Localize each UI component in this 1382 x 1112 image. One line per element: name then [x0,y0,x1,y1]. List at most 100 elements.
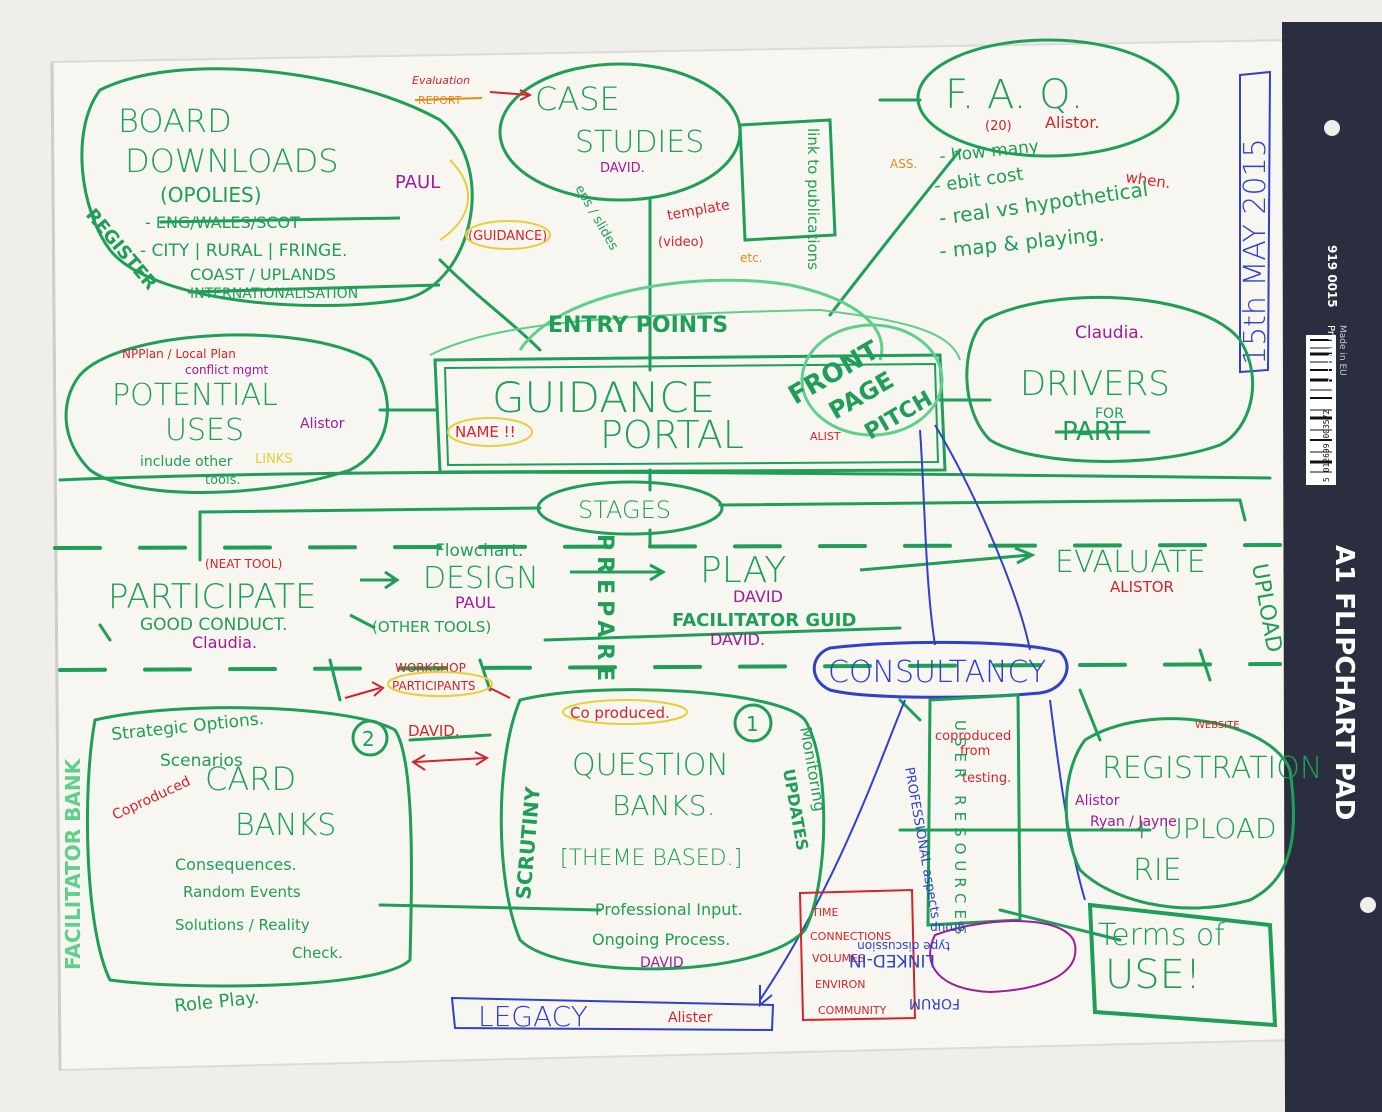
svg-text:DAVID: DAVID [733,587,783,606]
svg-text:(20): (20) [985,119,1012,134]
svg-text:Claudia.: Claudia. [1075,323,1144,343]
svg-text:ALIST: ALIST [810,430,841,443]
svg-text:Random Events: Random Events [183,883,301,901]
svg-text:ALISTOR: ALISTOR [1110,578,1174,596]
svg-text:+ UPLOAD: + UPLOAD [1130,812,1277,845]
svg-text:COMMUNITY: COMMUNITY [818,1004,887,1017]
svg-text:DAVID.: DAVID. [600,161,645,176]
connector-lines [58,98,1272,942]
svg-text:LEGACY: LEGACY [478,1000,588,1033]
drivers-for-part: Claudia. DRIVERS FOR PART [965,295,1255,463]
punch-hole [1360,897,1376,913]
workshop-participants: WORKSHOP PARTICIPANTS DAVID. [344,661,511,771]
svg-text:EVALUATE: EVALUATE [1055,545,1206,580]
svg-text:link to publications: link to publications [804,128,822,270]
svg-text:COAST / UPLANDS: COAST / UPLANDS [190,265,336,284]
svg-text:(video): (video) [658,235,704,250]
svg-text:BANKS: BANKS [235,808,336,843]
svg-text:PORTAL: PORTAL [600,413,744,457]
svg-text:(OTHER TOOLS): (OTHER TOOLS) [372,618,491,636]
svg-text:PAUL: PAUL [455,593,495,612]
svg-text:PREPARE: PREPARE [592,534,617,687]
pad-label: A1 FLIPCHART PAD [1329,545,1359,820]
svg-text:TIME: TIME [811,906,838,919]
svg-text:Evaluation: Evaluation [412,74,470,87]
svg-text:USES: USES [165,413,244,448]
svg-text:NPPlan / Local Plan: NPPlan / Local Plan [122,347,236,361]
svg-text:DAVID.: DAVID. [710,630,765,649]
entry-points: ENTRY POINTS [429,278,961,361]
svg-text:Co produced.: Co produced. [570,704,670,722]
svg-text:QUESTION: QUESTION [572,748,729,783]
svg-text:FACILITATOR BANK: FACILITATOR BANK [61,757,85,970]
product-code-label: Product code [1325,325,1336,390]
svg-text:CARD: CARD [205,760,296,798]
svg-text:1: 1 [746,712,759,736]
svg-text:REPORT: REPORT [418,94,462,107]
svg-text:FORUM: FORUM [909,995,960,1011]
punch-hole [1324,120,1340,136]
consultancy: CONSULTANCY [812,640,1069,699]
svg-text:Ongoing Process.: Ongoing Process. [592,930,730,949]
svg-text:LINKED-IN: LINKED-IN [849,950,935,970]
svg-text:BANKS.: BANKS. [612,789,715,822]
svg-text:BOARD: BOARD [118,102,232,140]
svg-text:STAGES: STAGES [578,496,671,524]
svg-text:PLAY: PLAY [700,550,786,591]
svg-text:USER RESOURCES: USER RESOURCES [951,720,969,941]
svg-text:PARTICIPATE: PARTICIPATE [108,577,317,617]
svg-text:testing.: testing. [962,771,1011,786]
svg-text:DOWNLOADS: DOWNLOADS [125,142,339,180]
legacy: LEGACY Alister [450,996,775,1033]
svg-text:USE!: USE! [1105,952,1201,998]
svg-text:2: 2 [362,727,375,751]
owner-label: PAUL [395,172,440,193]
svg-text:RIE: RIE [1133,853,1182,888]
svg-text:FACILITATOR GUID: FACILITATOR GUID [672,610,856,631]
svg-text:ASS.: ASS. [890,157,917,171]
svg-text:CONNECTIONS: CONNECTIONS [810,930,891,943]
svg-text:LINKS: LINKS [255,452,293,467]
product-code: 919 0015 [1325,245,1339,308]
made-in: Made in EU [1337,325,1347,376]
svg-text:Alistor: Alistor [300,416,345,432]
barcode-number: 5 012699 003572 [1322,410,1331,482]
svg-text:Ryan / Jayne: Ryan / Jayne [1090,814,1177,830]
svg-text:(OPOLIES): (OPOLIES) [160,183,262,207]
date-label: 15th MAY 2015 [1238,70,1273,374]
svg-text:Claudia.: Claudia. [192,633,257,652]
svg-text:tools.: tools. [205,473,241,488]
svg-text:Terms of: Terms of [1098,918,1225,953]
svg-text:Solutions / Reality: Solutions / Reality [175,916,310,934]
svg-text:- ENG/WALES/SCOT: - ENG/WALES/SCOT [145,213,300,232]
pad-binding [1282,22,1382,1112]
svg-text:DAVID: DAVID [640,955,684,971]
terms-of-use: Terms of USE! [1087,902,1278,1028]
svg-text:WEBSITE: WEBSITE [1195,720,1240,731]
svg-text:type discussion: type discussion [857,939,950,953]
svg-text:15th MAY 2015: 15th MAY 2015 [1238,138,1273,365]
svg-text:include other: include other [140,454,233,470]
svg-text:(NEAT TOOL): (NEAT TOOL) [205,557,282,571]
svg-text:(GUIDANCE): (GUIDANCE) [468,229,547,244]
svg-text:conflict mgmt: conflict mgmt [185,363,269,377]
svg-text:CASE: CASE [535,80,620,118]
svg-text:ENTRY POINTS: ENTRY POINTS [548,313,728,338]
svg-text:GUIDANCE: GUIDANCE [492,373,715,422]
svg-text:Alistor.: Alistor. [1045,113,1099,132]
svg-text:coproduced: coproduced [935,729,1011,744]
svg-text:DRIVERS: DRIVERS [1020,364,1170,404]
svg-text:PARTICIPANTS: PARTICIPANTS [392,679,476,693]
svg-text:REGISTRATION: REGISTRATION [1102,751,1322,786]
svg-text:STUDIES: STUDIES [575,125,704,160]
svg-text:CONSULTANCY: CONSULTANCY [828,655,1046,690]
svg-text:Flowchart.: Flowchart. [435,541,523,561]
potential-uses: NPPlan / Local Plan conflict mgmt POTENT… [64,333,389,494]
svg-text:ENVIRON: ENVIRON [815,978,865,991]
svg-text:POTENTIAL: POTENTIAL [112,378,278,413]
svg-text:Alistor: Alistor [1075,793,1120,809]
stages: STAGES PARTICIPATE (NEAT TOOL) GOOD COND… [108,480,1286,687]
svg-text:Consequences.: Consequences. [175,855,297,874]
svg-text:etc.: etc. [740,251,763,265]
